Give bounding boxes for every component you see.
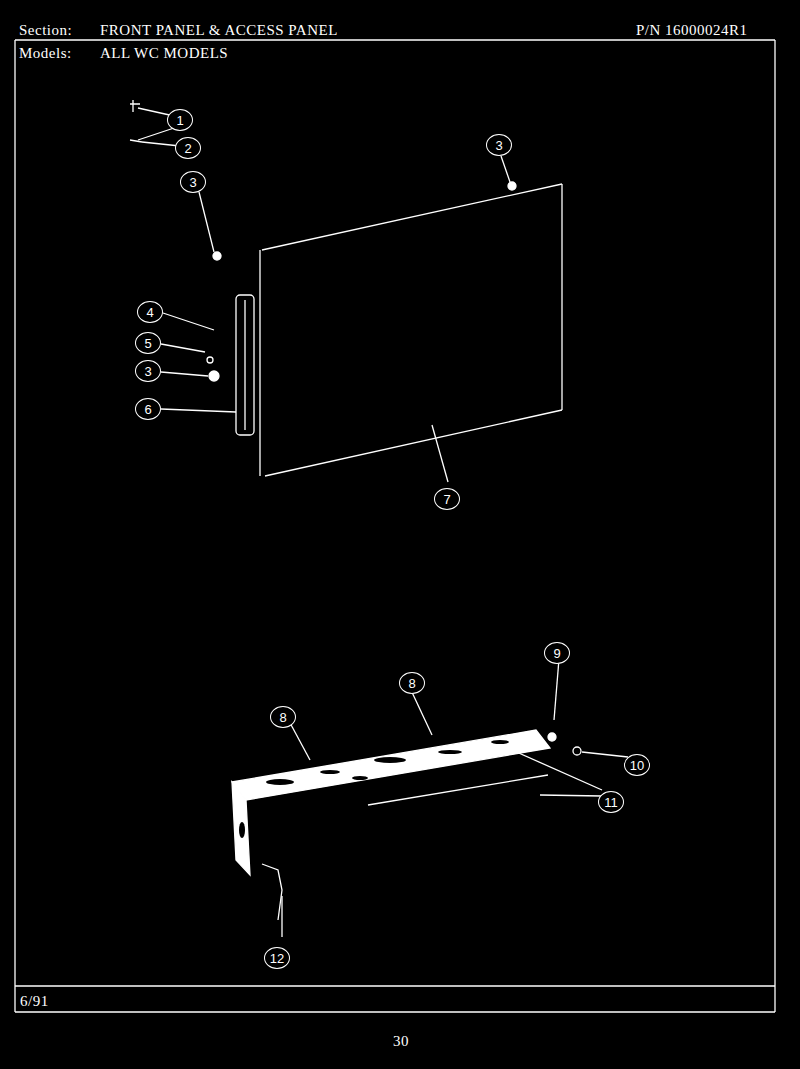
callout-number: 5 xyxy=(135,332,161,354)
callout-number: 3 xyxy=(135,360,161,382)
date-code: 6/91 xyxy=(20,994,49,1009)
callout-number: 3 xyxy=(180,171,206,193)
callout-number: 4 xyxy=(137,301,163,323)
callout-number: 9 xyxy=(544,642,570,664)
callout-number: 2 xyxy=(175,137,201,159)
callout-number: 12 xyxy=(264,947,290,969)
callout-number: 7 xyxy=(434,488,460,510)
page-number: 30 xyxy=(393,1034,409,1049)
callout-number: 10 xyxy=(624,754,650,776)
callout-number: 6 xyxy=(135,398,161,420)
part-number: P/N 16000024R1 xyxy=(636,23,748,38)
callout-number: 8 xyxy=(399,672,425,694)
callout-number: 8 xyxy=(270,706,296,728)
models-value: ALL WC MODELS xyxy=(100,46,228,61)
callout-number: 3 xyxy=(486,134,512,156)
section-title: FRONT PANEL & ACCESS PANEL xyxy=(100,23,338,38)
callout-number: 1 xyxy=(167,109,193,131)
section-label: Section: xyxy=(19,23,72,38)
callout-number: 11 xyxy=(598,791,624,813)
models-label: Models: xyxy=(19,46,72,61)
